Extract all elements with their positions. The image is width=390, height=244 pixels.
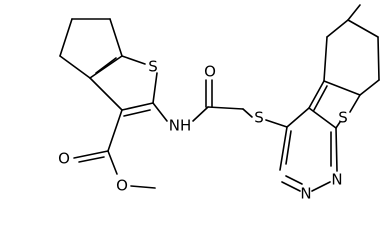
bond bbox=[107, 150, 118, 175]
bond bbox=[377, 36, 380, 81]
bond bbox=[59, 55, 91, 79]
bond bbox=[73, 150, 109, 159]
bond bbox=[107, 109, 123, 152]
bond bbox=[359, 79, 380, 96]
atom-label-oxygen: O bbox=[204, 63, 216, 81]
bond bbox=[89, 77, 123, 111]
atom-label-nitrogen: N bbox=[300, 185, 311, 203]
bond bbox=[89, 55, 123, 79]
atom-label-layer: S O O NH O S S N N bbox=[58, 58, 348, 203]
bond bbox=[311, 181, 331, 192]
bond bbox=[347, 19, 379, 38]
atom-label-nitrogen: N bbox=[331, 171, 342, 189]
bond bbox=[121, 55, 146, 65]
bond bbox=[207, 106, 244, 110]
bond bbox=[95, 57, 117, 74]
bond bbox=[349, 94, 361, 113]
bond bbox=[109, 18, 123, 57]
bond bbox=[308, 107, 337, 129]
bond bbox=[323, 80, 361, 96]
bond bbox=[281, 181, 301, 192]
bond bbox=[326, 19, 349, 38]
bond-layer bbox=[59, 4, 380, 192]
bond bbox=[286, 107, 310, 128]
bond bbox=[121, 102, 154, 111]
bond bbox=[285, 130, 292, 165]
bond bbox=[313, 85, 328, 111]
bond bbox=[152, 72, 158, 104]
atom-label-sulfur: S bbox=[148, 58, 158, 76]
bond bbox=[192, 106, 209, 122]
atom-label-nitrogen-hydrogen: NH bbox=[169, 117, 192, 135]
atom-label-sulfur: S bbox=[338, 109, 348, 127]
bond bbox=[279, 126, 288, 171]
atom-label-oxygen: O bbox=[116, 177, 128, 195]
bond bbox=[242, 108, 253, 118]
bond bbox=[265, 119, 288, 128]
atom-label-sulfur: S bbox=[254, 109, 264, 127]
bond bbox=[347, 4, 361, 21]
bond bbox=[78, 156, 105, 163]
bond bbox=[335, 121, 341, 129]
bond bbox=[123, 109, 151, 117]
bond bbox=[59, 18, 73, 57]
bond bbox=[285, 175, 303, 185]
bond bbox=[323, 36, 328, 82]
bond bbox=[308, 80, 325, 109]
bond bbox=[152, 102, 168, 122]
atom-label-oxygen: O bbox=[58, 150, 70, 168]
bond bbox=[130, 185, 156, 189]
bond bbox=[335, 127, 338, 172]
